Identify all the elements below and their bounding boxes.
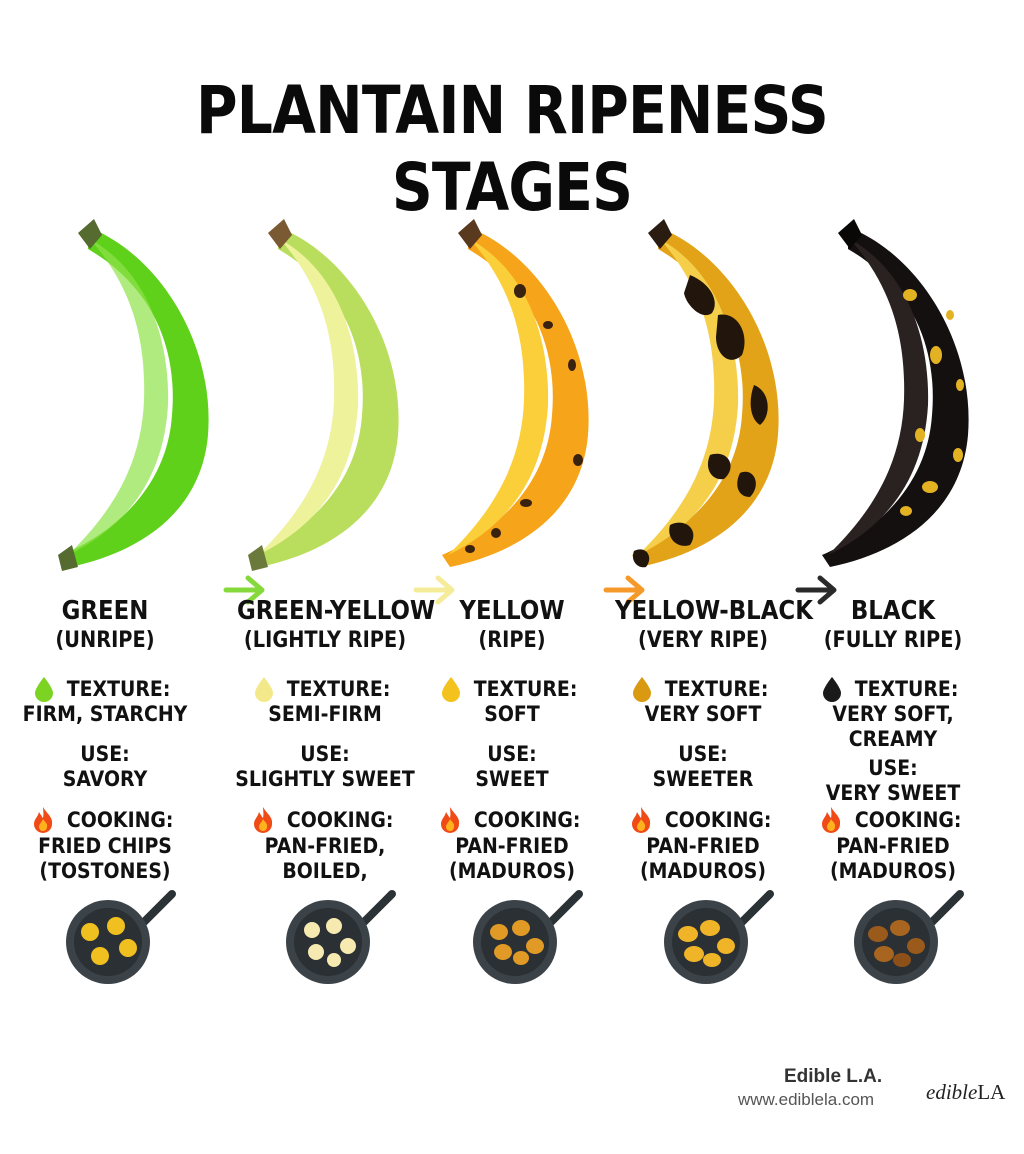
edible-la-logo: edibleLA xyxy=(926,1080,1005,1105)
stage-subtitle: (FULLY RIPE) xyxy=(823,628,963,653)
droplet-icon xyxy=(633,677,652,702)
logo-suffix: LA xyxy=(977,1080,1006,1104)
arrow-right-icon xyxy=(413,575,455,605)
texture-label: TEXTURE: xyxy=(287,676,391,701)
banana-illustrations xyxy=(0,205,1024,605)
droplet-icon xyxy=(35,677,54,702)
frying-pan-icon xyxy=(854,890,964,984)
use-value: VERY SWEET xyxy=(825,781,961,805)
use-value: SWEETER xyxy=(652,767,754,791)
arrow-right-icon xyxy=(795,575,837,605)
stage-column-green-yellow: GREEN-YELLOW (LIGHTLY RIPE) TEXTURE: SEM… xyxy=(225,596,436,984)
texture-label: TEXTURE: xyxy=(67,676,171,701)
yellow-banana-image xyxy=(442,219,589,567)
cooking-value: (MADUROS) xyxy=(449,859,575,883)
use-label: USE: xyxy=(300,742,350,766)
texture-value: CREAMY xyxy=(848,727,938,751)
use-value: SAVORY xyxy=(62,767,148,791)
green-yellow-banana-image xyxy=(248,219,399,571)
flame-icon xyxy=(33,807,52,833)
flame-icon xyxy=(631,807,650,833)
texture-value: FIRM, STARCHY xyxy=(22,702,188,726)
arrow-right-icon xyxy=(603,575,645,605)
stage-name: GREEN xyxy=(61,596,149,626)
cooking-value: PAN-FRIED xyxy=(455,834,569,858)
use-value: SWEET xyxy=(475,767,549,791)
cooking-value: (MADUROS) xyxy=(830,859,956,883)
stage-name: GREEN-YELLOW xyxy=(237,596,436,626)
brand-name: Edible L.A. xyxy=(784,1066,883,1087)
flame-icon xyxy=(440,807,459,833)
stage-subtitle: (VERY RIPE) xyxy=(637,628,769,653)
frying-pan-icon xyxy=(664,890,774,984)
use-label: USE: xyxy=(868,756,918,780)
stage-column-yellow-black: YELLOW-BLACK (VERY RIPE) TEXTURE: VERY S… xyxy=(603,596,813,984)
texture-value: VERY SOFT xyxy=(644,702,762,726)
frying-pan-icon xyxy=(286,890,396,984)
stage-subtitle: (LIGHTLY RIPE) xyxy=(243,628,407,653)
flame-icon xyxy=(821,807,840,833)
green-banana-image xyxy=(58,219,209,571)
cooking-label: COOKING: xyxy=(854,807,962,832)
stage-column-yellow: YELLOW (RIPE) TEXTURE: SOFT USE: SWEET C… xyxy=(412,596,612,984)
cooking-value: (TOSTONES) xyxy=(39,859,171,883)
cooking-value: PAN-FRIED xyxy=(646,834,760,858)
stage-subtitle: (RIPE) xyxy=(478,628,546,653)
use-value: SLIGHTLY SWEET xyxy=(235,767,415,791)
droplet-icon xyxy=(442,677,461,702)
cooking-label: COOKING: xyxy=(473,807,581,832)
stage-subtitle: (UNRIPE) xyxy=(55,628,155,653)
website-link[interactable]: www.ediblela.com xyxy=(738,1090,875,1109)
droplet-icon xyxy=(823,677,842,702)
cooking-value: (MADUROS) xyxy=(640,859,766,883)
texture-value: SEMI-FIRM xyxy=(268,702,382,726)
cooking-value: BOILED, xyxy=(282,859,368,883)
black-banana-image xyxy=(822,219,969,567)
texture-label: TEXTURE: xyxy=(474,676,578,701)
droplet-icon xyxy=(255,677,274,702)
texture-value: VERY SOFT, xyxy=(832,702,954,726)
use-label: USE: xyxy=(487,742,537,766)
frying-pan-icon xyxy=(473,890,583,984)
arrow-right-icon xyxy=(223,575,265,605)
flame-icon xyxy=(253,807,272,833)
stage-name: BLACK xyxy=(850,596,936,626)
cooking-value: PAN-FRIED xyxy=(836,834,950,858)
logo-prefix: edible xyxy=(926,1080,978,1104)
stage-column-green: GREEN (UNRIPE) TEXTURE: FIRM, STARCHY US… xyxy=(5,596,205,984)
texture-label: TEXTURE: xyxy=(665,676,769,701)
stage-column-black: BLACK (FULLY RIPE) TEXTURE: VERY SOFT, C… xyxy=(793,596,993,984)
yellow-black-banana-image xyxy=(632,219,779,568)
cooking-label: COOKING: xyxy=(66,807,174,832)
stage-name: YELLOW xyxy=(459,596,565,626)
cooking-label: COOKING: xyxy=(664,807,772,832)
texture-value: SOFT xyxy=(484,702,540,726)
cooking-value: FRIED CHIPS xyxy=(38,834,172,858)
use-label: USE: xyxy=(678,742,728,766)
stage-name: YELLOW-BLACK xyxy=(615,596,813,626)
texture-label: TEXTURE: xyxy=(855,676,959,701)
cooking-value: PAN-FRIED, xyxy=(264,834,386,858)
cooking-label: COOKING: xyxy=(286,807,394,832)
page-title: PLANTAIN RIPENESS STAGES xyxy=(196,72,829,226)
frying-pan-icon xyxy=(66,890,176,984)
use-label: USE: xyxy=(80,742,130,766)
